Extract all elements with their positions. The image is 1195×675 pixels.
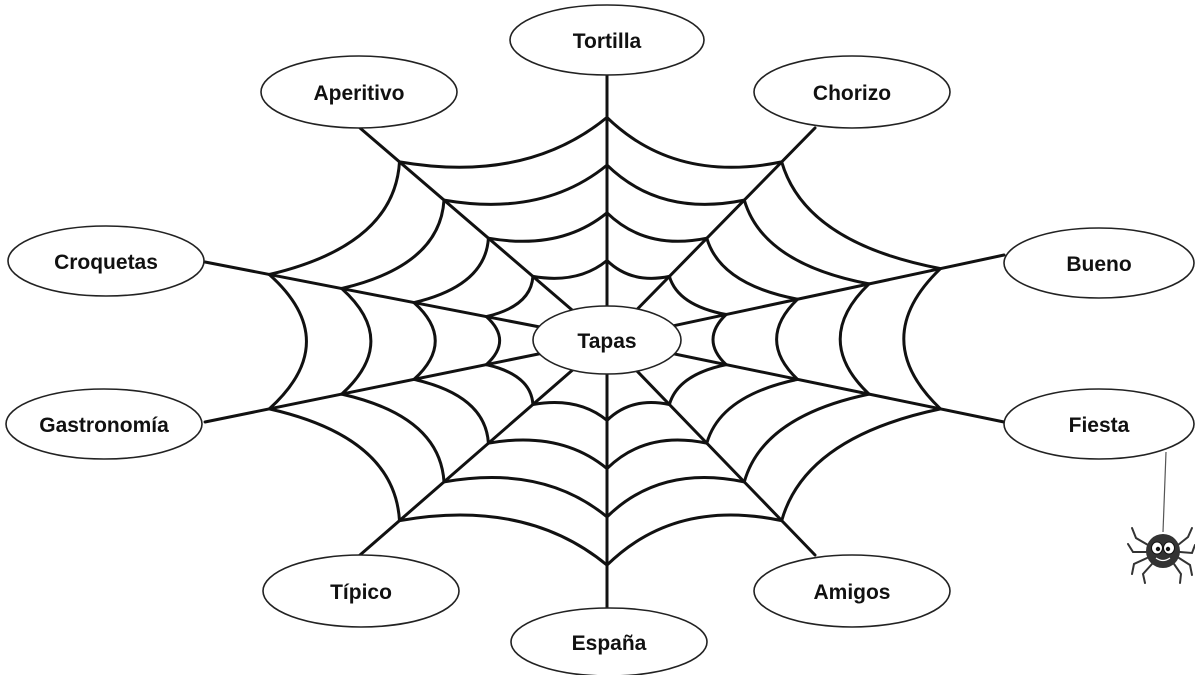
center-label: Tapas (577, 330, 636, 353)
web-ring-segment (605, 401, 671, 422)
web-ring-segment (838, 282, 871, 396)
word-bubbles: Tortilla Chorizo Bueno Fiesta Amigos Esp… (5, 4, 1195, 675)
word-bubble-espana: España (510, 607, 708, 675)
word-bubble-amigos: Amigos (753, 554, 951, 628)
web-ring-segment (742, 198, 871, 286)
web-ring-segment (412, 377, 490, 445)
web-ring-segment (705, 236, 800, 301)
web-ring-segment (340, 392, 446, 484)
web-ring-segment (442, 163, 609, 206)
web-ring-segment (484, 363, 535, 406)
web-ring-segment (398, 513, 609, 567)
web-ring-segment (605, 476, 746, 519)
spider-icon (1127, 451, 1195, 584)
word-bubble-gastronomia: Gastronomía (5, 388, 203, 460)
web-ring-segment (531, 401, 609, 422)
web-ring-segment (605, 259, 671, 280)
web-ring-segment (484, 315, 502, 367)
word-bubble-croquetas: Croquetas (7, 225, 205, 297)
word-bubble-chorizo: Chorizo (753, 55, 951, 129)
word-bubble-tipico: Típico (262, 554, 460, 628)
word-label: Fiesta (1069, 414, 1130, 437)
web-ring-segment (267, 407, 401, 523)
word-bubble-bueno: Bueno (1003, 227, 1195, 299)
web-ring-segment (340, 287, 373, 396)
word-label: Gastronomía (39, 414, 169, 437)
word-bubble-aperitivo: Aperitivo (260, 55, 458, 129)
word-label: Amigos (813, 581, 890, 604)
web-ring-segment (775, 297, 800, 381)
word-label: Típico (330, 581, 392, 604)
web-ring-segment (267, 273, 308, 411)
web-ring-segment (340, 198, 446, 290)
web-ring-segment (412, 236, 490, 305)
web-ring-segment (398, 115, 609, 169)
web-ring-segment (442, 476, 609, 519)
web-ring-segment (742, 392, 871, 484)
web-ring-segment (267, 160, 401, 276)
web-ring-segment (605, 438, 709, 471)
web-ring-segment (780, 160, 942, 271)
web-ring-segment (780, 407, 942, 523)
word-bubble-fiesta: Fiesta (1003, 388, 1195, 460)
web-ring-segment (605, 211, 709, 243)
web-ring-segment (667, 363, 728, 406)
word-bubble-tortilla: Tortilla (509, 4, 705, 76)
web-ring-segment (605, 513, 784, 567)
web-ring-segment (412, 301, 437, 381)
word-label: Croquetas (54, 251, 158, 274)
web-ring-segment (605, 163, 746, 206)
web-ring-segment (486, 211, 609, 243)
web-ring-segment (486, 438, 609, 471)
word-label: España (572, 632, 647, 655)
web-ring-segment (484, 274, 535, 319)
spider-web (203, 73, 1006, 610)
web-ring-segment (531, 259, 609, 280)
web-ring-segment (902, 267, 942, 411)
web-ring-segment (667, 274, 728, 316)
web-ring-segment (705, 377, 800, 445)
center-bubble-tapas: Tapas (532, 305, 682, 375)
word-label: Aperitivo (313, 82, 404, 105)
web-ring-segment (711, 313, 728, 367)
word-label: Tortilla (573, 30, 642, 53)
web-ring-segment (605, 115, 784, 169)
word-label: Bueno (1066, 253, 1131, 276)
word-label: Chorizo (813, 82, 891, 105)
